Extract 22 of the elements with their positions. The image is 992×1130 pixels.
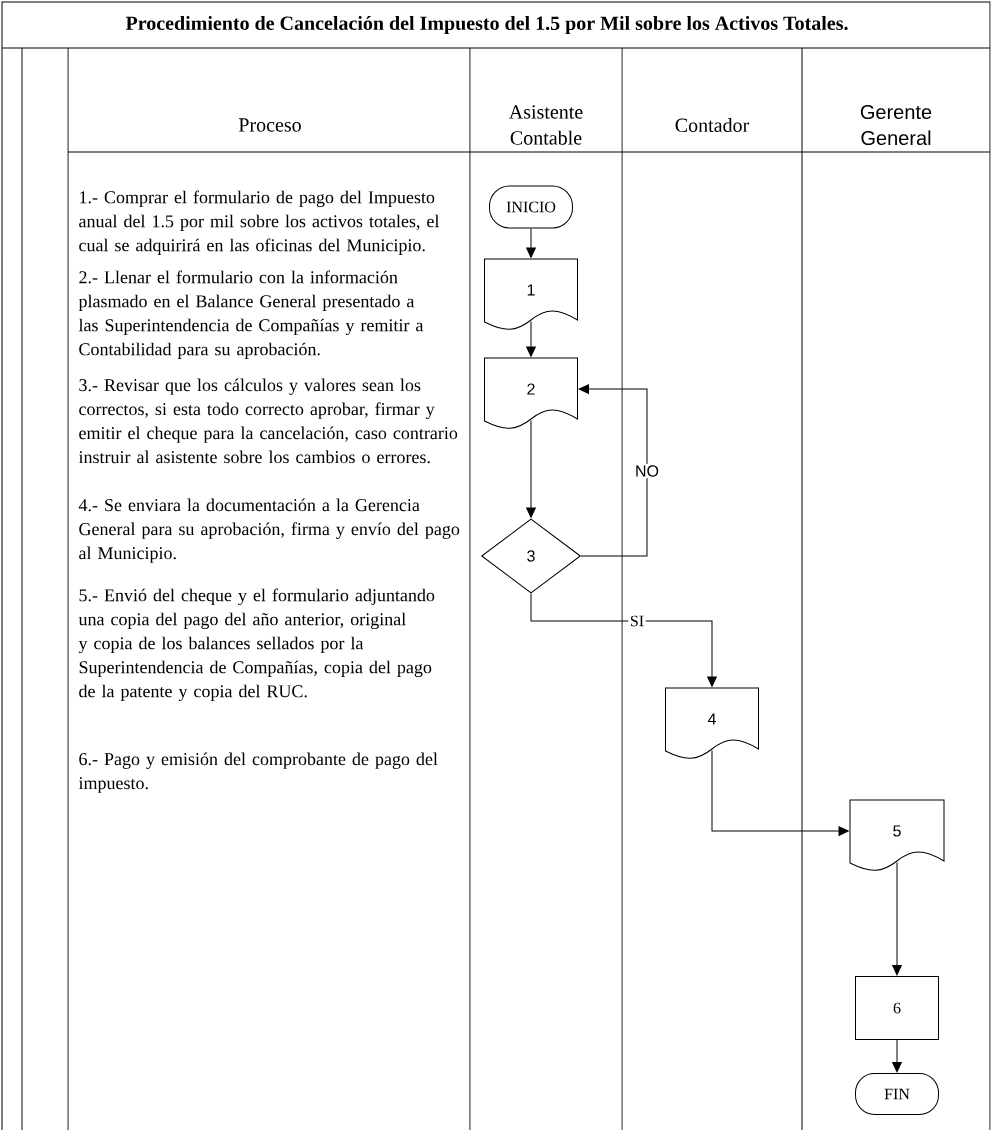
arrow	[711, 750, 849, 836]
arrow	[526, 228, 536, 258]
arrow	[526, 321, 536, 357]
title: Procedimiento de Cancelación del Impuesto del 1.5 por Mil sobre los Activos Totales.	[125, 15, 848, 35]
step-text: 1.- Comprar el formulario de pago del Impuesto anual del 1.5 por mil sobre los activos totales, el cual se adquirirá en las oficinas del Municipio.	[79, 190, 440, 255]
edge-label: NO	[633, 463, 661, 479]
step-text: 5.- Envió del cheque y el formulario adjuntando una copia del pago del año anterior, original y copia de los balances sellados por la Superintendencia de Compañías, copia del pago de la patente y copia del RUC.	[78, 588, 435, 702]
edge-label: SI	[628, 614, 646, 628]
arrow	[530, 593, 717, 687]
step-text: 6.- Pago y emisión del comprobante de pago del impuesto.	[78, 752, 438, 793]
column-header: Gerente General	[860, 104, 932, 146]
step-text: 2.- Llenar el formulario con la información plasmado en el Balance General presentado a las Superintendencia de Compañías y remitir a Contabilidad para su aprobación.	[78, 270, 424, 359]
arrow	[892, 1039, 902, 1073]
arrow	[578, 384, 648, 557]
column-header: Proceso	[238, 118, 301, 132]
step-text: 4.- Se enviara la documentación a la Gerencia General para su aprobación, firma y envío del pago al Municipio.	[78, 498, 460, 563]
step-text: 3.- Revisar que los cálculos y valores sean los correctos, si esta todo correcto aprobar, firmar y emitir el cheque para la cancelación, caso contrario instruir al asistente sobre los cambios o errores.	[78, 378, 458, 464]
process-box: 6	[855, 976, 939, 1040]
column-header: Asistente Contable	[508, 105, 583, 145]
column-header: Contador	[675, 117, 750, 133]
arrow	[526, 420, 536, 518]
arrow	[892, 862, 902, 976]
